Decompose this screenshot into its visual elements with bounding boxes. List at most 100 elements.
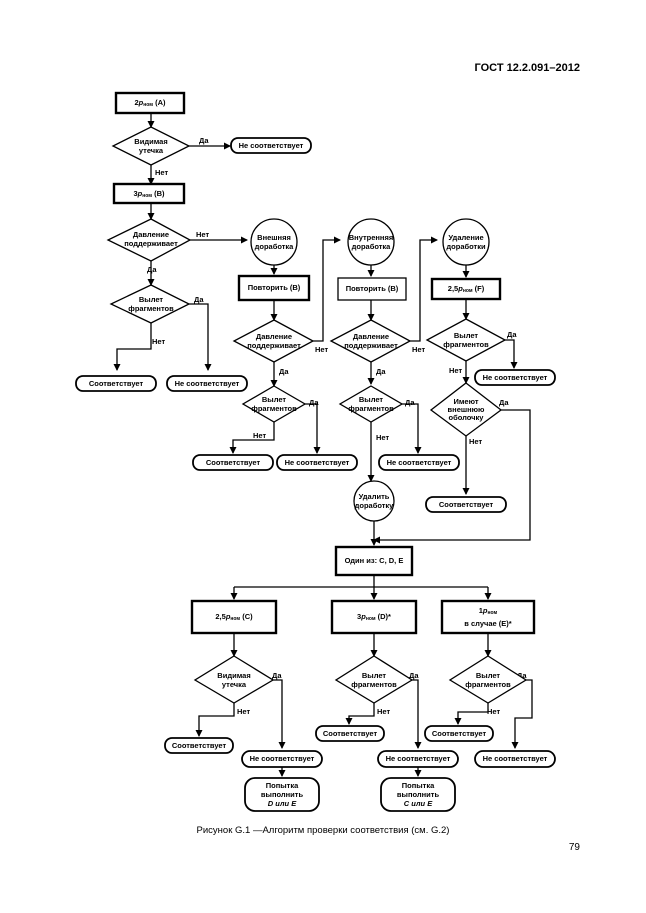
svg-text:Давление: Давление (133, 230, 169, 239)
process-step-d: 3pном (D)* (330, 599, 418, 635)
figure-caption: Рисунок G.1 —Алгоритм проверки соответст… (196, 825, 450, 836)
svg-text:поддерживает: поддерживает (124, 239, 178, 248)
svg-text:3pном (B): 3pном (B) (134, 189, 165, 199)
svg-text:Не соответствует: Не соответствует (285, 458, 350, 467)
yes-label: Да (499, 398, 509, 407)
terminal-no-match: Не соответствует (241, 750, 323, 768)
decision-fragments-f: Вылет фрагментов (425, 318, 507, 362)
svg-text:доработки: доработки (446, 242, 486, 251)
svg-text:Видимая: Видимая (134, 137, 167, 146)
process-start: 2pном (A) (114, 91, 186, 115)
no-label: Нет (469, 437, 482, 446)
svg-text:1pном: 1pном (479, 606, 498, 616)
terminal-match: Соответствует (75, 375, 157, 392)
decision-fragments-1: Вылет фрагментов (241, 385, 307, 423)
svg-text:внешнюю: внешнюю (448, 405, 485, 414)
terminal-no-match: Не соответствует (378, 454, 460, 471)
decision-fragments-main: Вылет фрагментов (109, 284, 191, 324)
svg-text:Не соответствует: Не соответствует (386, 754, 451, 763)
svg-text:Соответствует: Соответствует (439, 500, 494, 509)
terminal-match: Соответствует (164, 737, 234, 754)
svg-text:Соответствует: Соответствует (206, 458, 261, 467)
svg-text:C или E: C или E (404, 799, 433, 808)
no-label: Нет (376, 433, 389, 442)
svg-text:3pном (D)*: 3pном (D)* (357, 612, 391, 622)
no-label: Нет (253, 431, 266, 440)
terminal-try-de: Попытка выполнить D или E (244, 777, 320, 812)
svg-text:утечка: утечка (222, 680, 247, 689)
svg-text:Удаление: Удаление (448, 233, 483, 242)
svg-text:выполнить: выполнить (261, 790, 304, 799)
connectors (113, 113, 533, 777)
svg-text:Вылет: Вылет (139, 295, 164, 304)
svg-text:Не соответствует: Не соответствует (387, 458, 452, 467)
decision-pressure-2: Давление поддерживает (329, 319, 412, 363)
process-step-e: 1pном в случае (E)* (440, 599, 536, 635)
svg-text:Видимая: Видимая (217, 671, 250, 680)
svg-text:2pном (A): 2pном (A) (135, 98, 166, 108)
svg-text:Соответствует: Соответствует (89, 379, 144, 388)
document-header: ГОСТ 12.2.091–2012 (474, 62, 581, 74)
svg-text:Не соответствует: Не соответствует (483, 373, 548, 382)
svg-text:Давление: Давление (256, 332, 292, 341)
svg-text:Вылет: Вылет (262, 395, 287, 404)
svg-text:Вылет: Вылет (476, 671, 501, 680)
terminal-match: Соответствует (192, 454, 274, 471)
svg-text:Вылет: Вылет (362, 671, 387, 680)
yes-label: Да (309, 398, 319, 407)
decision-outer-shell: Имеют внешнюю оболочку (429, 382, 503, 437)
svg-text:2,5pном (C): 2,5pном (C) (215, 612, 253, 622)
terminal-no-match: Не соответствует (230, 137, 312, 154)
svg-text:поддерживает: поддерживает (344, 341, 398, 350)
svg-text:доработка: доработка (255, 242, 295, 251)
decision-leak-c: Видимая утечка (193, 655, 275, 704)
connector-external-mod: Внешняя доработка (250, 218, 298, 266)
no-label: Нет (152, 337, 165, 346)
svg-text:D или E: D или E (268, 799, 297, 808)
terminal-no-match: Не соответствует (474, 369, 556, 386)
terminal-try-ce: Попытка выполнить C или E (380, 777, 456, 812)
svg-text:Соответствует: Соответствует (172, 741, 227, 750)
svg-text:фрагментов: фрагментов (128, 304, 174, 313)
process-repeat-b-1: Повторить (B) (237, 274, 311, 302)
svg-text:оболочку: оболочку (449, 413, 485, 422)
decision-leak-1: Видимая утечка (111, 126, 191, 166)
svg-text:Вылет: Вылет (454, 331, 479, 340)
decision-fragments-2: Вылет фрагментов (338, 385, 404, 423)
terminal-no-match: Не соответствует (474, 750, 556, 768)
connector-internal-mod: Внутренняя доработка (347, 218, 395, 266)
svg-text:2,5pном (F): 2,5pном (F) (448, 284, 485, 294)
terminal-no-match: Не соответствует (377, 750, 459, 768)
svg-text:Соответствует: Соответствует (432, 729, 487, 738)
terminal-no-match: Не соответствует (276, 454, 358, 471)
svg-text:Один из: C, D, E: Один из: C, D, E (345, 556, 404, 565)
svg-text:выполнить: выполнить (397, 790, 440, 799)
terminal-no-match: Не соответствует (166, 375, 248, 392)
terminal-match: Соответствует (425, 496, 507, 513)
branch-labels: Да Нет Нет Да Да Нет Нет Да Да Нет Нет Д… (147, 136, 527, 716)
svg-text:Давление: Давление (353, 332, 389, 341)
svg-text:Повторить (B): Повторить (B) (346, 284, 399, 293)
svg-text:Удалить: Удалить (359, 492, 390, 501)
svg-text:Повторить (B): Повторить (B) (248, 283, 301, 292)
page-number: 79 (568, 842, 580, 853)
no-label: Нет (315, 345, 328, 354)
no-label: Нет (196, 230, 209, 239)
process-one-of: Один из: C, D, E (334, 545, 414, 577)
no-label: Нет (237, 707, 250, 716)
svg-text:Внутренняя: Внутренняя (349, 233, 393, 242)
yes-label: Да (405, 398, 415, 407)
svg-text:Не соответствует: Не соответствует (250, 754, 315, 763)
yes-label: Да (147, 265, 157, 274)
no-label: Нет (412, 345, 425, 354)
svg-text:Соответствует: Соответствует (323, 729, 378, 738)
svg-text:поддерживает: поддерживает (247, 341, 301, 350)
connector-remove-mod: Удалить доработку (353, 480, 395, 522)
terminal-match: Соответствует (315, 725, 385, 742)
svg-text:Не соответствует: Не соответствует (175, 379, 240, 388)
no-label: Нет (449, 366, 462, 375)
yes-label: Да (279, 367, 289, 376)
process-step-b: 3pном (B) (112, 182, 186, 205)
svg-text:Имеют: Имеют (453, 397, 478, 406)
no-label: Нет (377, 707, 390, 716)
